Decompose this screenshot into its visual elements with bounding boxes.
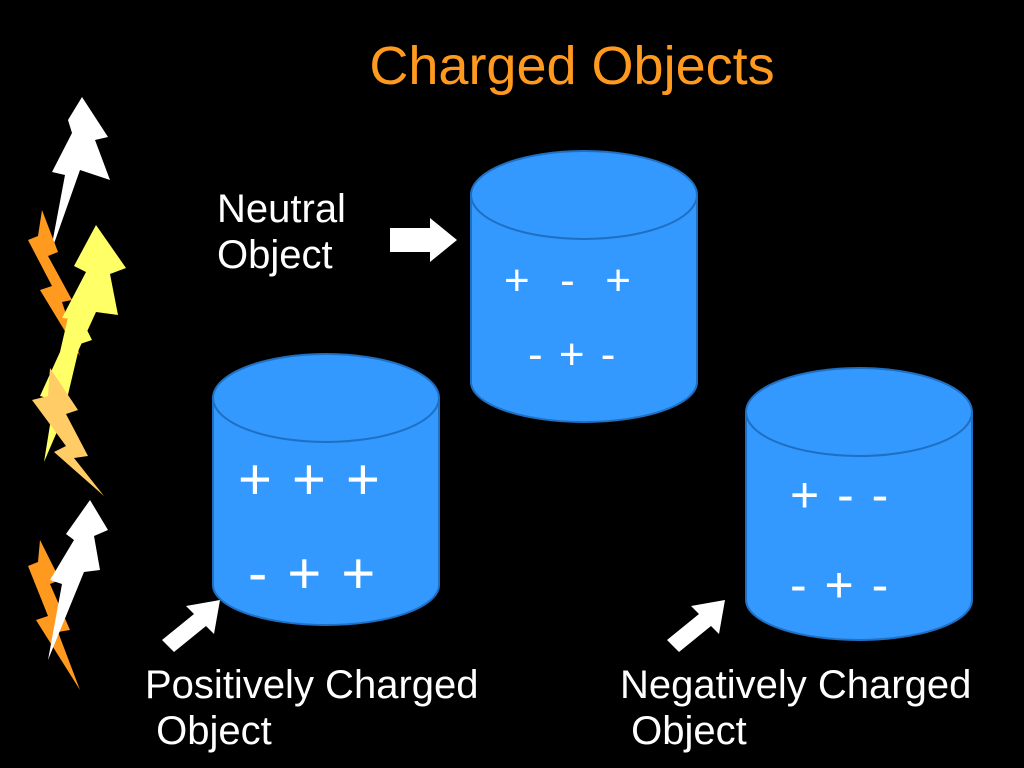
arrow-to-negative [667,600,725,652]
neutral-label-line2: Object [217,233,333,277]
negative-object-label: Negatively Charged Object [620,662,971,754]
positive-charges-row2: - + + [248,541,378,606]
arrow-icon [667,600,725,652]
neutral-object-label: Neutral Object [217,186,346,278]
arrow-icon [162,600,220,652]
neutral-charges-row1: + - + [504,256,633,305]
lightning-bolt-icon [32,368,104,496]
arrow-to-positive [162,600,220,652]
page-title: Charged Objects [369,36,775,96]
lightning-bolt-icon [62,225,126,360]
lightning-bolt-icon [48,500,108,660]
negative-label-line2: Object [620,709,747,753]
negative-object-cylinder [745,367,973,641]
lightning-bolt-icon [28,540,80,690]
negative-label-line1: Negatively Charged [620,663,972,707]
positive-charges-row1: + + + [238,447,382,512]
positive-object-cylinder [212,353,440,626]
negative-charges-row2: - + - [790,557,891,613]
lightning-bolts [28,97,126,690]
arrow-to-neutral [390,218,457,262]
positive-label-line2: Object [145,709,272,753]
neutral-object-cylinder [470,150,698,423]
lightning-bolt-icon [28,210,80,356]
positive-label-line1: Positively Charged [145,663,479,707]
neutral-charges-row2: - + - [528,330,618,379]
positive-object-label: Positively Charged Object [145,662,479,754]
negative-charges-row1: + - - [790,467,891,523]
lightning-bolt-icon [50,97,110,255]
neutral-label-line1: Neutral [217,187,346,231]
arrow-icon [390,218,457,262]
